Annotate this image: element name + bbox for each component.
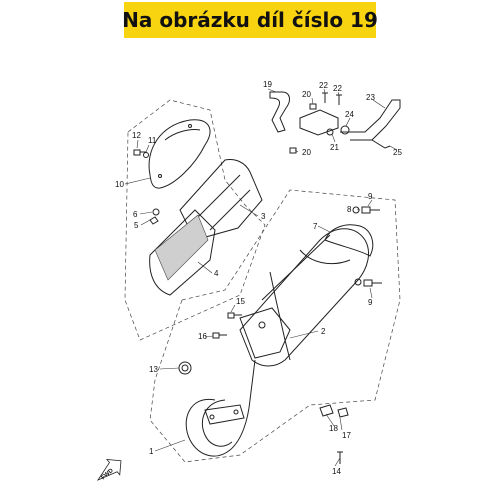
callout-13: 13	[149, 365, 158, 374]
air-pipe-25	[371, 139, 391, 149]
bolt-15-icon	[227, 312, 242, 319]
muffler-body	[239, 228, 369, 367]
leader-lines	[124, 88, 398, 467]
callout-25: 25	[393, 148, 402, 157]
callout-6: 6	[133, 210, 138, 219]
callout-2: 2	[321, 327, 326, 336]
callout-14: 14	[332, 467, 341, 476]
clamp-20b-icon	[309, 103, 317, 110]
page-title: Na obrázku díl číslo 19	[122, 8, 378, 32]
callout-5: 5	[134, 221, 139, 230]
callout-12: 12	[132, 131, 141, 140]
muffler-bracket	[239, 307, 291, 359]
callout-20b: 20	[302, 148, 311, 157]
clamp-20-icon	[289, 147, 297, 154]
bolt-8-icon	[361, 206, 380, 214]
bolt-22b-icon	[336, 94, 342, 105]
bolt-22a-icon	[322, 92, 328, 103]
callout-10: 10	[115, 180, 124, 189]
clamp-24-icon	[340, 125, 350, 135]
gasket-13-icon	[178, 361, 192, 375]
callout-9a: 9	[368, 192, 373, 201]
protector-lower	[149, 209, 216, 296]
callout-3: 3	[261, 212, 266, 221]
callout-15: 15	[236, 297, 245, 306]
callout-7: 7	[313, 222, 318, 231]
callout-22b: 22	[333, 84, 342, 93]
callout-4: 4	[214, 269, 219, 278]
air-hose-19	[269, 91, 290, 133]
callout-22a: 22	[319, 81, 328, 90]
forward-arrow-icon	[96, 459, 122, 481]
bolt-14-icon	[337, 451, 343, 464]
callout-9b: 9	[368, 298, 373, 307]
washer-11-icon	[143, 152, 149, 158]
protector-upper	[179, 159, 263, 241]
clamp-21-icon	[326, 128, 334, 136]
exhaust-flange	[204, 404, 245, 425]
callout-19: 19	[263, 80, 272, 89]
callout-23: 23	[366, 93, 375, 102]
heat-shield-cover	[148, 119, 211, 189]
page-title-banner: Na obrázku díl číslo 19	[122, 2, 378, 38]
callout-20a: 20	[302, 90, 311, 99]
callout-21: 21	[330, 143, 339, 152]
callout-11: 11	[148, 136, 157, 145]
heat-shield-group-outline	[124, 99, 266, 341]
damper-18-icon	[319, 404, 334, 417]
air-pipe-23	[340, 99, 401, 141]
forward-direction-badge: FWD	[96, 459, 122, 481]
collar-17-icon	[337, 407, 349, 418]
bolt-5-icon	[149, 216, 159, 225]
reed-valve-assembly	[299, 109, 339, 136]
bolt-9b-icon	[363, 279, 382, 287]
callout-18: 18	[329, 424, 338, 433]
exhaust-pipe	[185, 359, 256, 457]
washer-9-icon	[352, 206, 360, 214]
tail-cap	[324, 224, 374, 257]
protector-lower-mesh	[154, 214, 209, 281]
callout-8: 8	[347, 205, 352, 214]
callout-1: 1	[149, 447, 154, 456]
callout-24: 24	[345, 110, 354, 119]
callout-16: 16	[198, 332, 207, 341]
bolt-12-icon	[133, 149, 146, 156]
muffler-group-outline	[149, 189, 401, 463]
bolt-16-icon	[212, 332, 227, 339]
nut-6-icon	[152, 208, 160, 216]
callout-17: 17	[342, 431, 351, 440]
